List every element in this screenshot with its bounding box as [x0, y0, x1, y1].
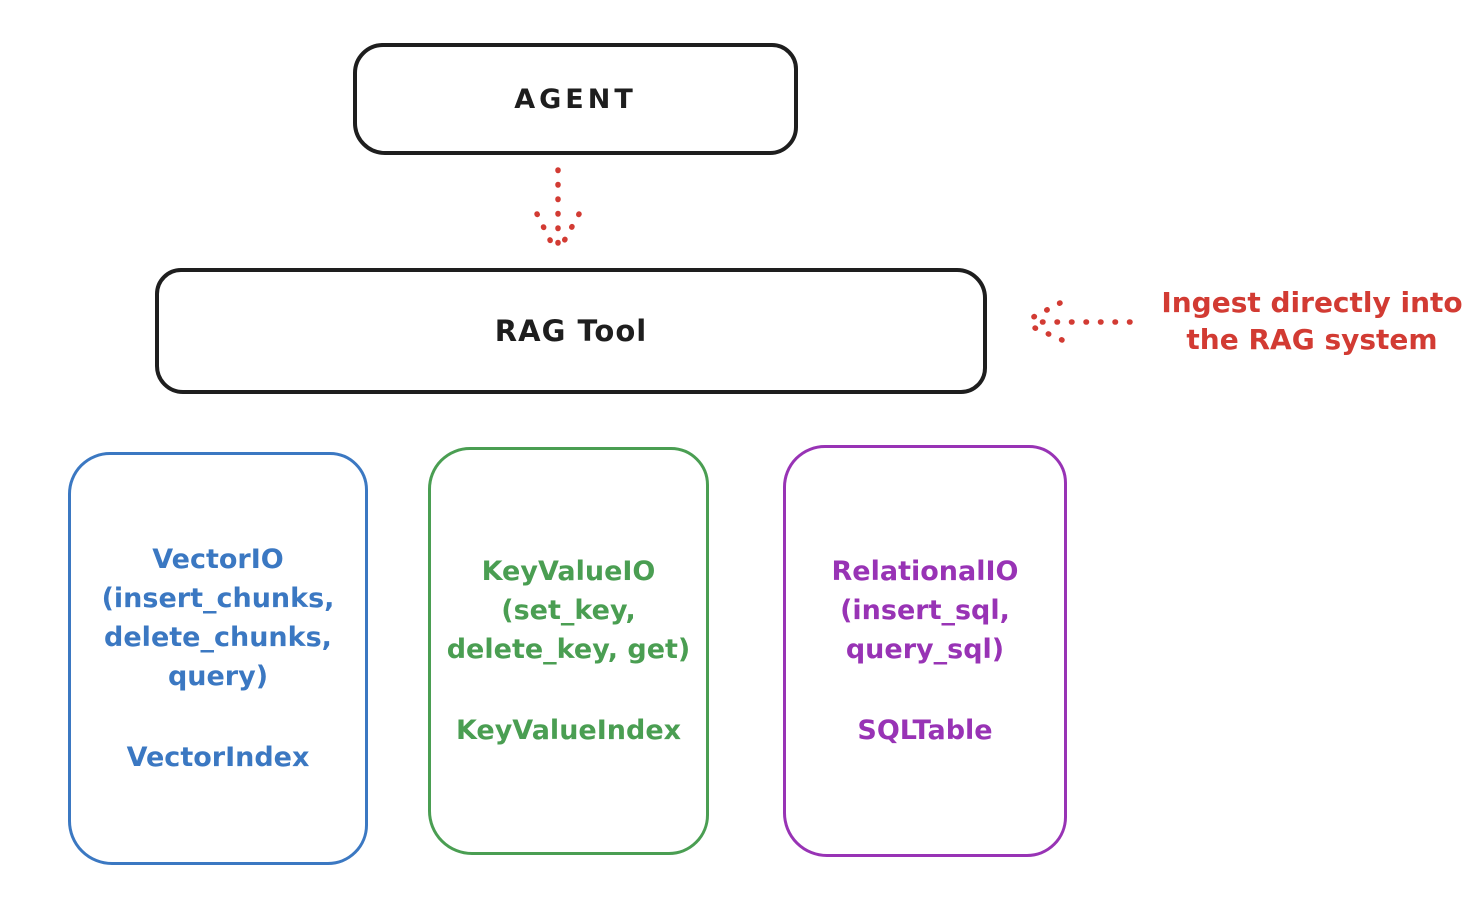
vector-io-functions: VectorIO (insert_chunks, delete_chunks,que…: [102, 540, 335, 696]
annotation-to-rag-arrow: [1023, 300, 1133, 343]
agent-box: AGENT: [353, 43, 798, 155]
sql-table-label: SQLTable: [857, 715, 993, 746]
ingest-annotation: Ingest directly into the RAG system: [1140, 284, 1484, 358]
relational-io-functions: RelationalIO (insert_sql, query_sql): [832, 552, 1019, 669]
text-line: RelationalIO: [831, 556, 1019, 587]
text-line: (insert_chunks,: [101, 583, 335, 614]
ingest-annotation-line2: the RAG system: [1186, 323, 1438, 356]
key-value-io-box: KeyValueIO (set_key, delete_key, get) KeyV…: [428, 447, 709, 855]
text-line: delete_key, get): [446, 634, 691, 665]
vector-index-label: VectorIndex: [126, 742, 310, 773]
text-line: query_sql): [845, 634, 1005, 665]
agent-to-rag-arrow: [534, 167, 582, 255]
text-line: (set_key,: [501, 595, 636, 626]
relational-io-box: RelationalIO (insert_sql, query_sql) SQLTa…: [783, 445, 1067, 857]
text-line: VectorIO: [152, 544, 284, 575]
key-value-index-label: KeyValueIndex: [455, 715, 682, 746]
vector-io-box: VectorIO (insert_chunks, delete_chunks,que…: [68, 452, 368, 865]
text-line: delete_chunks,: [104, 622, 332, 653]
ingest-annotation-line1: Ingest directly into: [1161, 286, 1463, 319]
agent-box-label: AGENT: [514, 83, 637, 115]
text-line: KeyValueIO: [481, 556, 656, 587]
text-line: query): [167, 661, 269, 692]
key-value-io-functions: KeyValueIO (set_key, delete_key, get): [447, 552, 691, 669]
text-line: (insert_sql,: [840, 595, 1010, 626]
rag-tool-box: RAG Tool: [155, 268, 987, 394]
rag-tool-box-label: RAG Tool: [494, 314, 648, 348]
